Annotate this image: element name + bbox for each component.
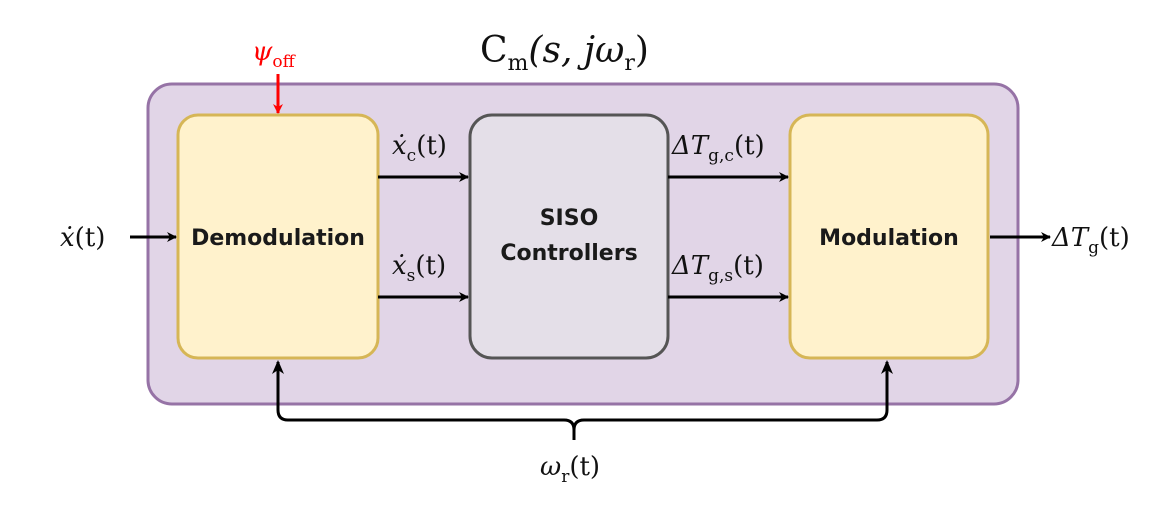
dtgs-signal-label: ΔTg,s(t) (671, 251, 764, 286)
xc-signal-label: ẋc(t) (392, 131, 447, 166)
omega-arrow-left (272, 360, 284, 374)
dtgc-signal-label: ΔTg,c(t) (671, 131, 765, 166)
omega-brace-line (276, 362, 889, 440)
controller-title: Cm(s, jωr) (480, 30, 649, 76)
input-signal-label: ẋ(t) (60, 223, 105, 253)
siso-label-line1: SISO (540, 206, 599, 231)
siso-controllers-block (468, 113, 670, 360)
omega-signal-label: ωr(t) (540, 452, 600, 487)
modulation-block (788, 113, 990, 360)
omega-arrow-right (881, 360, 893, 374)
demodulation-label: Demodulation (191, 226, 365, 251)
demodulation-block (176, 113, 380, 360)
modulation-label: Modulation (819, 226, 959, 251)
siso-label-line2: Controllers (500, 241, 637, 266)
psi-off-label: ψoff (252, 37, 297, 72)
xs-signal-label: ẋs(t) (392, 251, 446, 286)
output-signal-label: ΔTg(t) (1051, 223, 1130, 258)
